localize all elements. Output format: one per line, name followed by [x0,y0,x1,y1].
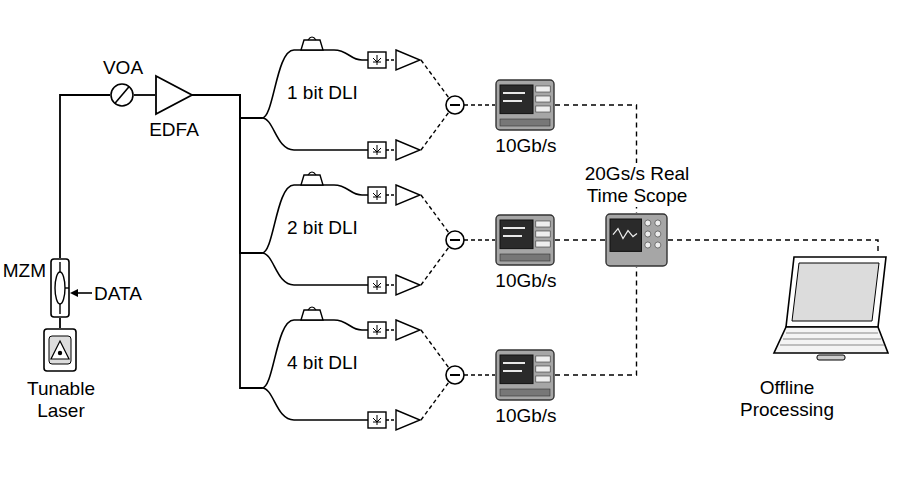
minus-sign [450,104,460,106]
rate-label: 10Gb/s [490,135,562,157]
photodiode-symbol [373,55,381,155]
electrical-link [668,240,878,255]
optical-fiber [192,95,262,118]
signal-name: DATA [93,283,143,305]
interferometer: 4 bit DLI [262,308,362,425]
component-label: EDFA [143,119,205,141]
amplifier-triangle-shape [155,75,192,115]
data-input-arrow [70,289,92,297]
receiver-chain [362,185,495,295]
optical-fiber [134,94,155,96]
optical-fiber [59,318,61,328]
component-label: 1 bit DLI [286,82,359,104]
data-arrowhead [70,289,78,297]
data-line [76,292,92,294]
scope-instrument: 20Gs/s Real Time Scope [605,213,668,267]
pd-wire [386,60,396,150]
bert-instrument: 10Gb/s [495,349,555,401]
modulator-box-shape [50,258,70,318]
laser-box: Tunable Laser [43,328,77,372]
bert-instrument-shape [495,214,555,266]
laptop-computer: Offline Processing [772,255,890,365]
rate-label: 10Gb/s [490,270,562,292]
bert-instrument: 10Gb/s [495,79,555,131]
bert-instrument-shape [495,349,555,401]
laser-box-shape [43,328,77,372]
electrical-link [555,239,605,240]
component-label: MZM [2,260,47,282]
component-label: 2 bit DLI [286,217,359,239]
instrument-label: Offline Processing [730,377,844,421]
amp-to-subtractor-wire [421,60,449,150]
interferometer: 1 bit DLI [262,38,362,155]
rate-label: 10Gb/s [490,405,562,427]
optical-fiber [60,95,110,258]
bert-instrument: 10Gb/s [495,214,555,266]
laptop-computer-shape [772,255,890,365]
scope-instrument-shape [605,213,668,267]
interferometer: 2 bit DLI [262,173,362,290]
component-label: Tunable Laser [18,378,104,422]
bert-instrument-shape [495,79,555,131]
subtractor-symbol [446,96,464,114]
receiver-chain [362,50,495,160]
amplifier-symbol [396,50,420,160]
amplifier-triangle: EDFA [155,75,192,115]
dli-output-wire [362,60,368,150]
instrument-label: 20Gs/s Real Time Scope [571,163,703,207]
modulator-box: MZM [50,258,70,318]
attenuator-circle: VOA [110,83,134,107]
attenuator-circle-shape [110,83,134,107]
component-label: 4 bit DLI [286,352,359,374]
electrical-link [555,267,637,375]
component-label: VOA [92,57,154,79]
subtractor-to-bert-wire [464,104,495,105]
receiver-chain [362,320,495,430]
